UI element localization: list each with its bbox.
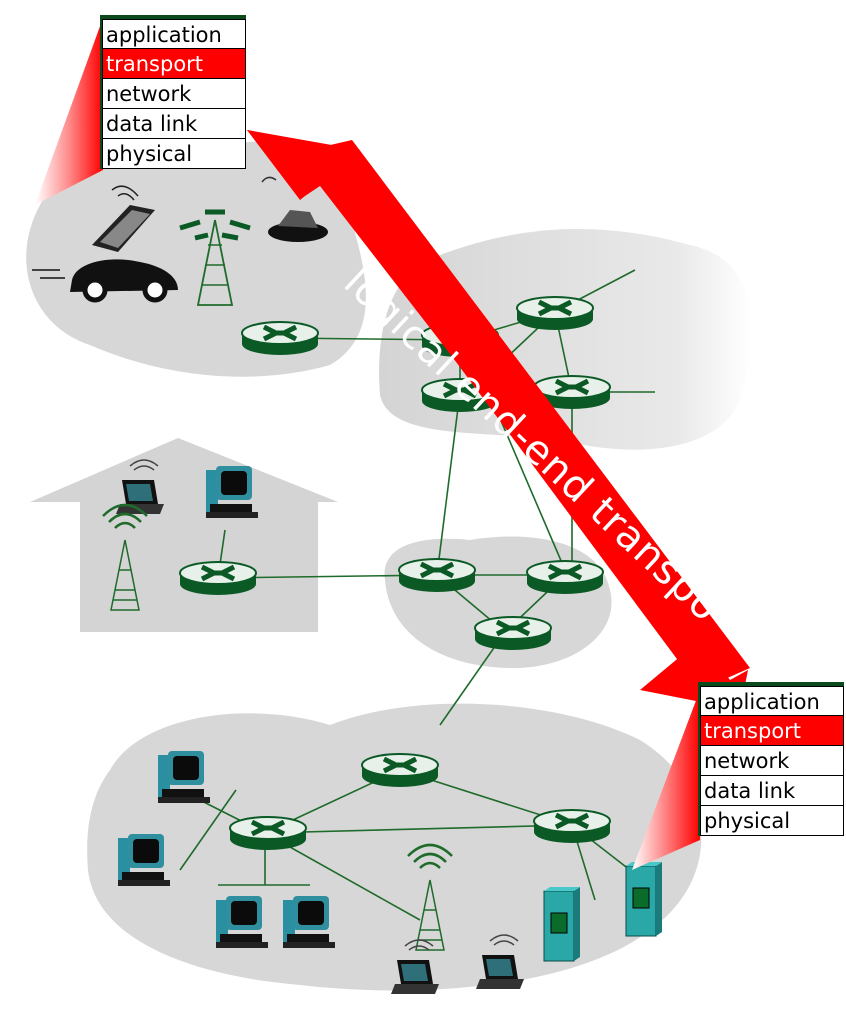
inst-pc-2-icon xyxy=(118,834,170,886)
layer-application: application xyxy=(700,686,844,716)
router-mobile-edge xyxy=(242,322,318,355)
router-mid-b xyxy=(527,561,603,594)
server-1-icon xyxy=(543,886,581,962)
home-pc-icon xyxy=(206,466,258,518)
inst-pc-4-icon xyxy=(283,896,335,948)
mobile-network-cloud xyxy=(26,141,366,377)
cell-tower-icon xyxy=(179,209,251,306)
router-mid-c xyxy=(475,617,551,650)
cell-phone-icon xyxy=(92,185,155,252)
layer-application: application xyxy=(102,19,246,49)
router-inst-right xyxy=(534,810,610,843)
stack-b-pointer xyxy=(632,690,700,870)
layer-transport: transport xyxy=(700,716,844,746)
car-icon xyxy=(32,259,178,303)
router-inst-left xyxy=(230,817,306,850)
layer-transport: transport xyxy=(102,49,246,79)
router-mid-a xyxy=(399,559,475,592)
wireless-laptop-icon xyxy=(261,176,328,242)
router-inst-top xyxy=(362,754,438,787)
institutional-network-cloud xyxy=(87,703,702,991)
router-isp-b xyxy=(517,297,593,330)
stack-a-pointer xyxy=(35,18,103,205)
layer-network: network xyxy=(700,746,844,776)
inst-pc-1-icon xyxy=(158,751,210,803)
router-home xyxy=(180,562,256,595)
home-network xyxy=(30,438,338,632)
layer-physical: physical xyxy=(700,806,844,836)
layer-network: network xyxy=(102,79,246,109)
layer-data-link: data link xyxy=(700,776,844,806)
layer-data-link: data link xyxy=(102,109,246,139)
inst-pc-3-icon xyxy=(216,896,268,948)
layer-physical: physical xyxy=(102,139,246,169)
banner-body xyxy=(300,140,750,690)
protocol-stack-receiver: application transport network data link … xyxy=(698,682,844,836)
banner-head-top xyxy=(247,130,360,200)
protocol-stack-sender: application transport network data link … xyxy=(100,15,246,169)
server-2-icon xyxy=(625,861,663,937)
